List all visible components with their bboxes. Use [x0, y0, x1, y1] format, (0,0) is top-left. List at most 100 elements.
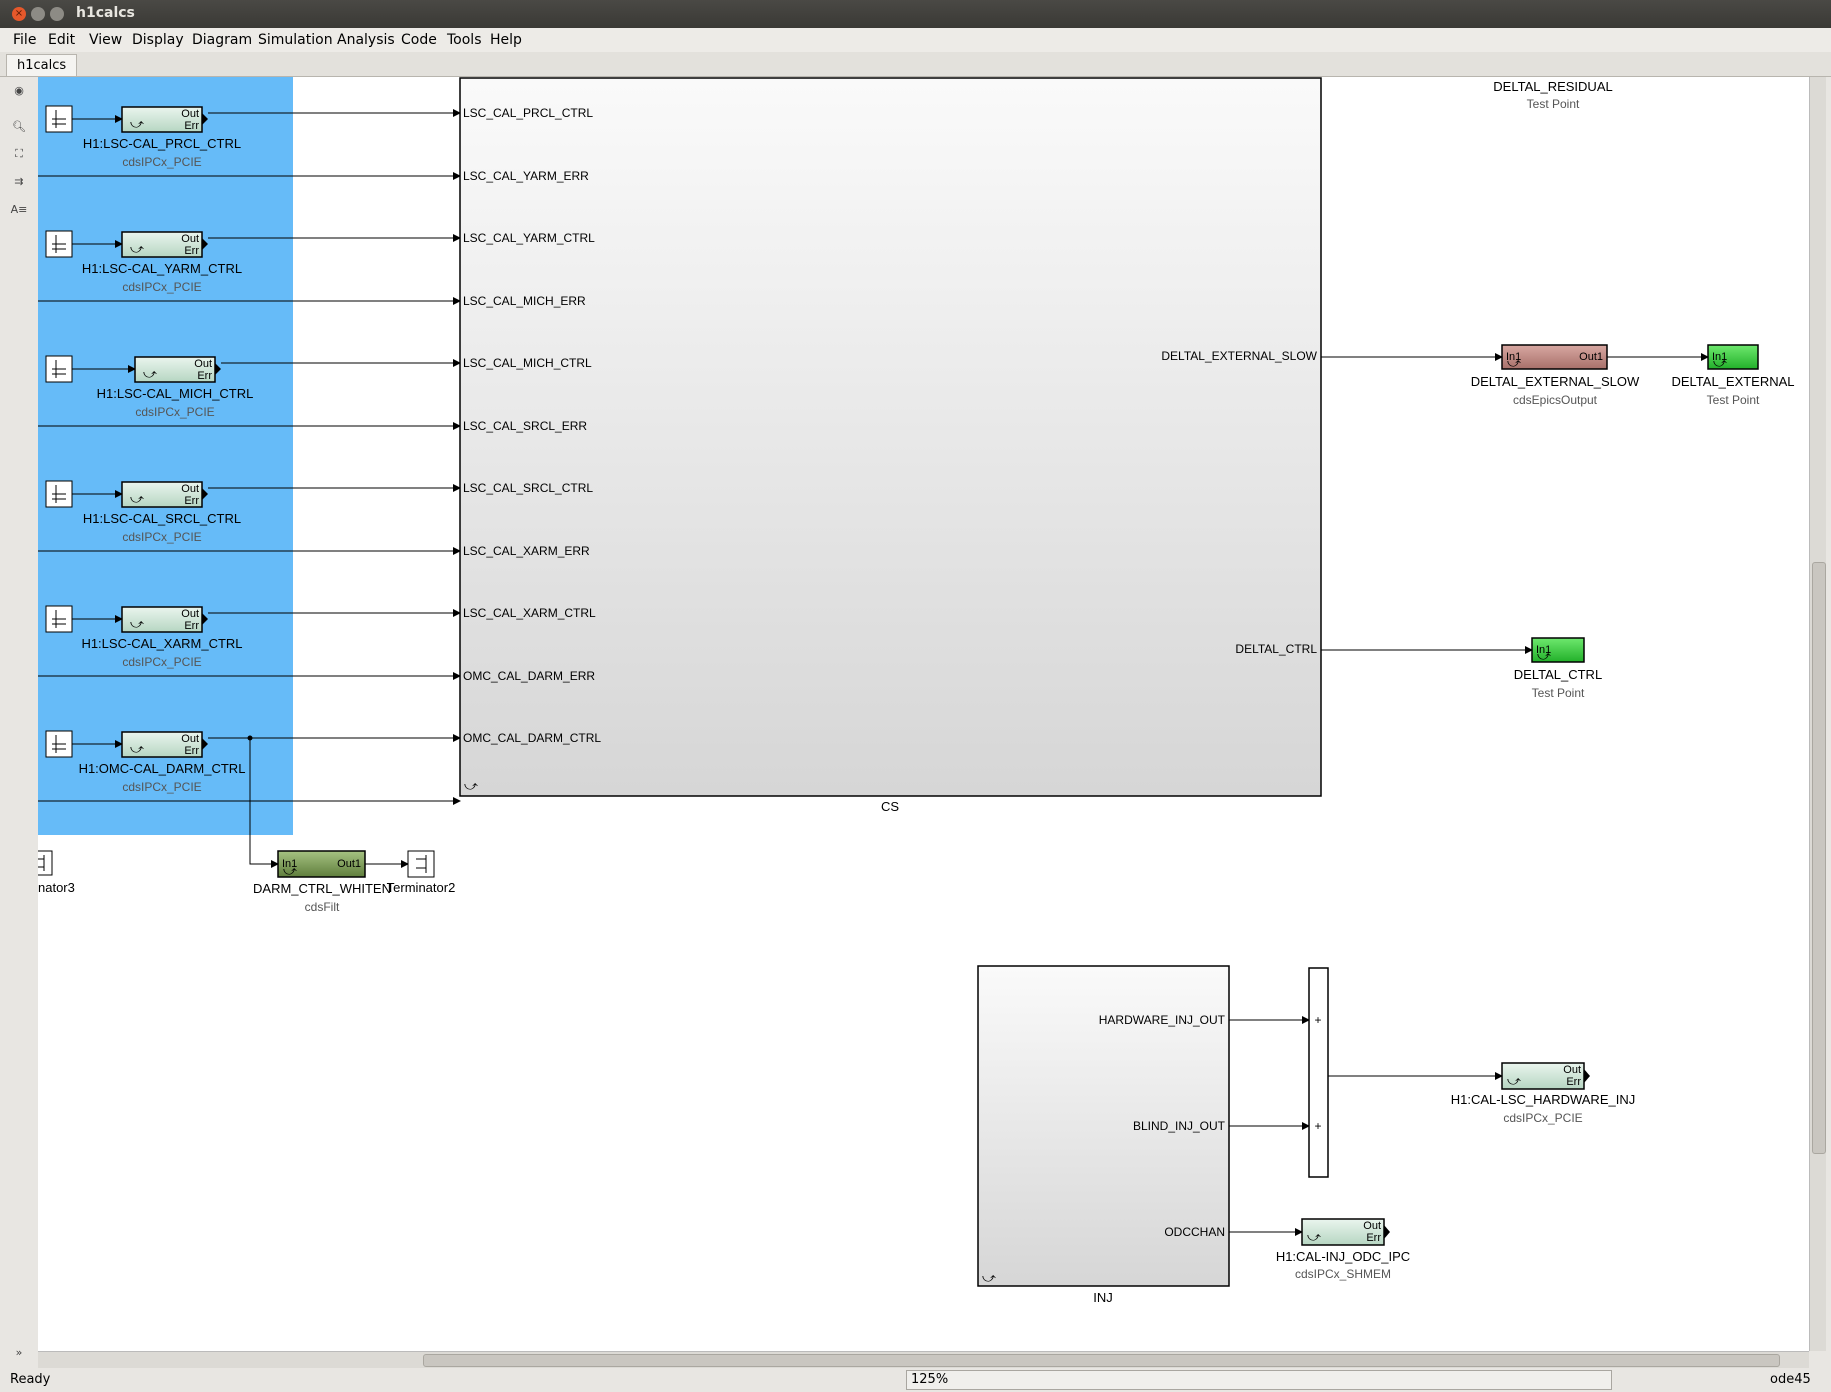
sum-sign-2: + [1314, 1119, 1321, 1133]
deltal-external-testpoint[interactable]: In1 ⤻ DELTAL_EXTERNAL Test Point [1671, 344, 1795, 407]
filt-name: DARM_CTRL_WHITEN [253, 881, 391, 896]
cs-in-11: OMC_CAL_DARM_CTRL [463, 731, 601, 745]
residual-name: DELTAL_RESIDUAL [1493, 79, 1612, 94]
expand-icon[interactable]: » [15, 1346, 23, 1359]
port-out: Out [181, 233, 199, 245]
svg-text:⤻: ⤻ [283, 863, 297, 878]
selection-area [38, 77, 293, 835]
port-in1: In1 [1712, 351, 1727, 363]
odc-ipc-block[interactable]: Out Err ⤻ H1:CAL-INJ_ODC_IPC cdsIPCx_SHM… [1276, 1218, 1410, 1281]
port-out1: Out1 [1579, 351, 1603, 363]
cs-subsystem[interactable]: ⤻ LSC_CAL_PRCL_CTRL LSC_CAL_YARM_ERR LSC… [459, 77, 1322, 814]
ipc-row-xarm[interactable]: Out Err ⤻ H1:LSC-CAL_XARM_CTRL cdsIPCx_P… [38, 605, 461, 680]
ctrl-tp-name: DELTAL_CTRL [1514, 667, 1602, 682]
ipc-mich-name: H1:LSC-CAL_MICH_CTRL [97, 386, 254, 401]
arrow-route-icon[interactable]: ⇉ [14, 175, 24, 188]
inj-subsystem[interactable]: ⤻ HARDWARE_INJ_OUT BLIND_INJ_OUT ODCCHAN… [977, 965, 1230, 1305]
svg-text:⤻: ⤻ [1507, 355, 1521, 370]
vertical-scroll-thumb[interactable] [1812, 562, 1826, 1154]
ctrl-tp-lib: Test Point [1532, 686, 1585, 700]
model-canvas[interactable]: Out Err ⤻ H1:LSC-CAL_PRCL_CTRL cdsIPCx_P… [38, 77, 1809, 1351]
ipc-xarm-lib: cdsIPCx_PCIE [122, 655, 201, 669]
tab-bar: h1calcs [0, 52, 1831, 77]
terminator2-label: Terminator2 [387, 880, 456, 895]
minimize-window-button[interactable] [31, 7, 45, 21]
external-tp-name: DELTAL_EXTERNAL [1671, 374, 1794, 389]
menu-edit[interactable]: Edit [48, 32, 76, 48]
terminator3-label: nator3 [38, 880, 75, 895]
palette-toolbar: ◉ 🔍︎ ⛶ ⇉ A≡ » [0, 77, 39, 1367]
svg-text:⤻: ⤻ [982, 1270, 996, 1285]
svg-text:⤻: ⤻ [143, 366, 157, 381]
cs-out-2: DELTAL_CTRL [1235, 642, 1317, 656]
menu-diagram[interactable]: Diagram [192, 32, 253, 48]
solver-name[interactable]: ode45 [1770, 1372, 1811, 1387]
ipc-row-prcl[interactable]: Out Err ⤻ H1:LSC-CAL_PRCL_CTRL cdsIPCx_P… [38, 105, 461, 180]
fit-view-icon[interactable]: ⛶ [15, 147, 23, 160]
ipc-row-yarm[interactable]: Out Err ⤻ H1:LSC-CAL_YARM_CTRL cdsIPCx_P… [38, 230, 461, 305]
port-err: Err [184, 620, 199, 632]
hw-ipc-name: H1:CAL-LSC_HARDWARE_INJ [1451, 1092, 1635, 1107]
cs-in-5: LSC_CAL_MICH_CTRL [463, 356, 592, 370]
maximize-window-button[interactable] [50, 7, 64, 21]
ipc-darm-name: H1:OMC-CAL_DARM_CTRL [79, 761, 246, 776]
menu-analysis[interactable]: Analysis [337, 32, 395, 48]
menu-simulation[interactable]: Simulation [258, 32, 333, 48]
menu-help[interactable]: Help [490, 32, 522, 48]
svg-text:⤻: ⤻ [130, 491, 144, 506]
status-bar: Ready 125% ode45 [0, 1368, 1831, 1392]
hw-inj-ipc-block[interactable]: Out Err ⤻ H1:CAL-LSC_HARDWARE_INJ cdsIPC… [1451, 1062, 1635, 1125]
close-window-button[interactable]: × [12, 7, 26, 21]
odc-ipc-lib: cdsIPCx_SHMEM [1295, 1267, 1391, 1281]
deltal-ctrl-testpoint[interactable]: In1 ⤻ DELTAL_CTRL Test Point [1514, 637, 1602, 700]
menu-file[interactable]: File [13, 32, 37, 48]
svg-text:⤻: ⤻ [1537, 648, 1551, 663]
ipc-row-mich[interactable]: Out Err ⤻ H1:LSC-CAL_MICH_CTRL cdsIPCx_P… [38, 355, 461, 430]
port-err: Err [1566, 1076, 1581, 1088]
cs-in-4: LSC_CAL_MICH_ERR [463, 294, 586, 308]
ipc-darm-lib: cdsIPCx_PCIE [122, 780, 201, 794]
port-out1: Out1 [337, 858, 361, 870]
terminator3-block[interactable]: nator3 [38, 850, 75, 895]
port-out: Out [181, 733, 199, 745]
epics-name: DELTAL_EXTERNAL_SLOW [1471, 374, 1640, 389]
external-tp-lib: Test Point [1707, 393, 1760, 407]
ipc-yarm-lib: cdsIPCx_PCIE [122, 280, 201, 294]
menu-code[interactable]: Code [401, 32, 437, 48]
cs-in-10: OMC_CAL_DARM_ERR [463, 669, 595, 683]
port-err: Err [184, 495, 199, 507]
horizontal-scrollbar[interactable] [38, 1351, 1809, 1368]
port-out: Out [194, 358, 212, 370]
ipc-row-srcl[interactable]: Out Err ⤻ H1:LSC-CAL_SRCL_CTRL cdsIPCx_P… [38, 480, 461, 555]
port-in1: In1 [282, 858, 297, 870]
menu-view[interactable]: View [89, 32, 123, 48]
cs-in-3: LSC_CAL_YARM_CTRL [463, 231, 595, 245]
horizontal-scroll-thumb[interactable] [423, 1354, 1780, 1367]
epics-lib: cdsEpicsOutput [1513, 393, 1598, 407]
zoom-level: 125% [906, 1370, 1612, 1390]
epics-output-block[interactable]: In1 Out1 ⤻ DELTAL_EXTERNAL_SLOW cdsEpics… [1471, 344, 1640, 407]
cs-in-6: LSC_CAL_SRCL_ERR [463, 419, 587, 433]
status-ready: Ready [10, 1372, 51, 1387]
hide-browser-icon[interactable]: ◉ [14, 84, 24, 97]
terminator2-block[interactable]: Terminator2 [387, 850, 456, 895]
port-err: Err [184, 745, 199, 757]
port-in1: In1 [1536, 644, 1551, 656]
zoom-icon[interactable]: 🔍︎ [12, 120, 26, 133]
sum-block[interactable]: + + [1308, 967, 1329, 1178]
cs-label: CS [881, 799, 899, 814]
port-out: Out [181, 108, 199, 120]
ipc-row-darm[interactable]: Out Err ⤻ H1:OMC-CAL_DARM_CTRL cdsIPCx_P… [38, 730, 461, 868]
port-out: Out [1363, 1220, 1381, 1232]
menu-display[interactable]: Display [132, 32, 184, 48]
odc-ipc-name: H1:CAL-INJ_ODC_IPC [1276, 1249, 1410, 1264]
port-out: Out [1563, 1064, 1581, 1076]
darm-whiten-filter[interactable]: In1 Out1 ⤻ DARM_CTRL_WHITEN cdsFilt [253, 850, 391, 914]
vertical-scrollbar[interactable] [1809, 77, 1826, 1351]
svg-text:⤻: ⤻ [130, 741, 144, 756]
inj-label: INJ [1093, 1290, 1113, 1305]
annotation-icon[interactable]: A≡ [10, 203, 28, 216]
menu-tools[interactable]: Tools [447, 32, 482, 48]
inj-out-3: ODCCHAN [1164, 1225, 1225, 1239]
tab-h1calcs[interactable]: h1calcs [6, 54, 78, 76]
